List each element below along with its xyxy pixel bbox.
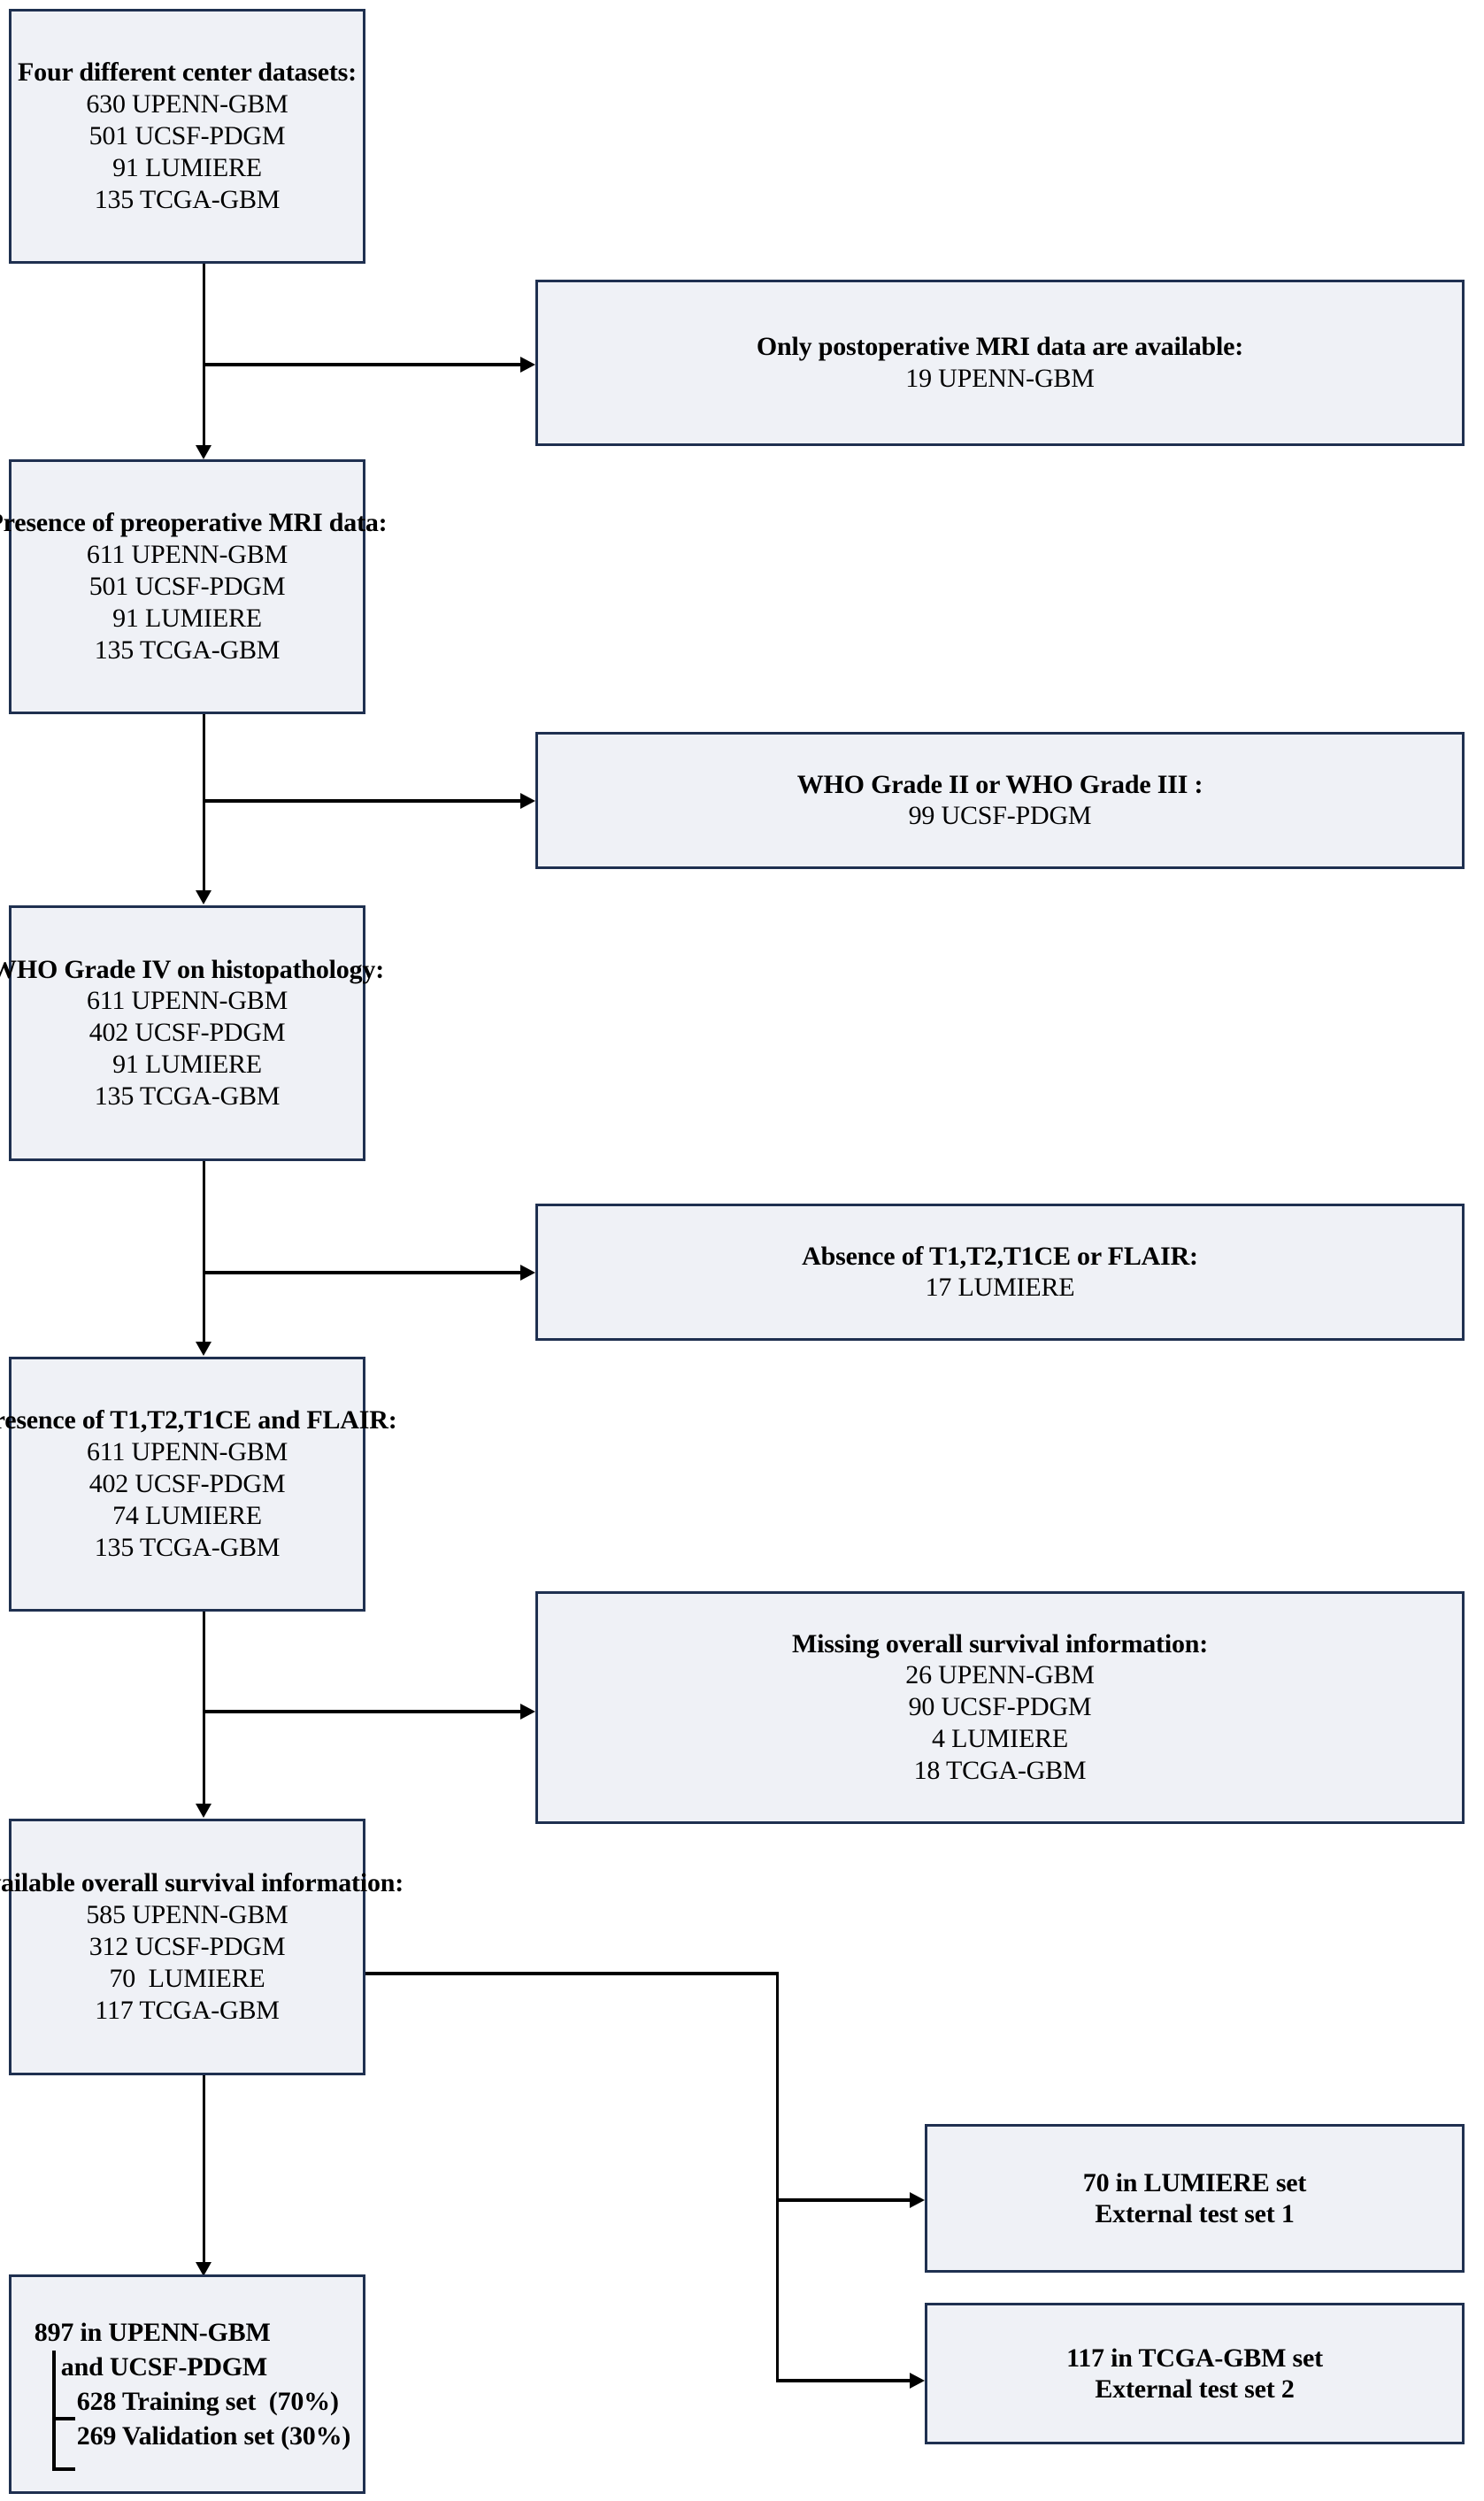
output-training-validation-split: 897 in UPENN-GBM and UCSF-PDGM 628 Train… bbox=[9, 2274, 365, 2494]
node-line: 312 UCSF-PDGM bbox=[88, 1931, 286, 1961]
node-line: 135 TCGA-GBM bbox=[94, 184, 281, 214]
connector-arrow-right-1 bbox=[520, 357, 535, 373]
connector-split-branch-top bbox=[776, 2198, 918, 2202]
node-line: 70 in LUMIERE set bbox=[1082, 2167, 1307, 2197]
final-line-training: 628 Training set (70%) bbox=[76, 2387, 339, 2416]
node-line: 611 UPENN-GBM bbox=[86, 539, 288, 569]
node-line: 70 LUMIERE bbox=[109, 1963, 265, 1993]
connector-arrow-right-6 bbox=[910, 2373, 925, 2389]
output-external-test-set-1: 70 in LUMIERE set External test set 1 bbox=[925, 2124, 1465, 2273]
node-line: 17 LUMIERE bbox=[925, 1273, 1075, 1303]
node-heading: Only postoperative MRI data are availabl… bbox=[756, 332, 1244, 362]
connector-branch-3 bbox=[203, 1271, 521, 1274]
exclusion-who-grade-ii-or-iii: WHO Grade II or WHO Grade III : 99 UCSF-… bbox=[535, 732, 1465, 869]
node-line: 630 UPENN-GBM bbox=[86, 88, 288, 119]
node-heading: WHO Grade IV on histopathology: bbox=[0, 954, 384, 984]
connector-arrow-right-4 bbox=[520, 1704, 535, 1720]
node-line: 99 UCSF-PDGM bbox=[908, 801, 1092, 831]
connector-arrow-right-2 bbox=[520, 793, 535, 809]
node-line: 26 UPENN-GBM bbox=[905, 1660, 1095, 1690]
connector-trunk-5 bbox=[203, 2075, 205, 2263]
node-heading: Presence of T1,T2,T1CE and FLAIR: bbox=[0, 1405, 397, 1435]
node-line: 611 UPENN-GBM bbox=[86, 1436, 288, 1466]
node-line: 74 LUMIERE bbox=[112, 1500, 262, 1530]
node-heading: Four different center datasets: bbox=[18, 58, 357, 88]
node-heading: Presence of preoperative MRI data: bbox=[0, 508, 388, 538]
node-line: 135 TCGA-GBM bbox=[94, 1081, 281, 1112]
node-four-center-datasets: Four different center datasets: 630 UPEN… bbox=[9, 9, 365, 264]
final-line-validation: 269 Validation set (30%) bbox=[76, 2421, 351, 2451]
node-heading: WHO Grade II or WHO Grade III : bbox=[796, 769, 1203, 799]
final-line-and: and UCSF-PDGM bbox=[60, 2352, 268, 2382]
node-who-grade-iv-histopathology: WHO Grade IV on histopathology: 611 UPEN… bbox=[0, 905, 384, 1161]
output-external-test-set-2: 117 in TCGA-GBM set External test set 2 bbox=[925, 2303, 1465, 2444]
node-line: 117 TCGA-GBM bbox=[95, 1995, 280, 2025]
node-presence-t1-t2-t1ce-flair: Presence of T1,T2,T1CE and FLAIR: 611 UP… bbox=[0, 1357, 397, 1612]
final-bracket-group: 897 in UPENN-GBM and UCSF-PDGM 628 Train… bbox=[24, 2315, 351, 2471]
node-heading: Absence of T1,T2,T1CE or FLAIR: bbox=[802, 1241, 1198, 1271]
connector-arrow-right-3 bbox=[520, 1265, 535, 1281]
final-line-total: 897 in UPENN-GBM bbox=[34, 2318, 271, 2347]
connector-split-branch-bottom bbox=[776, 2379, 918, 2382]
connector-branch-1 bbox=[203, 363, 521, 366]
connector-trunk-3 bbox=[203, 1161, 205, 1343]
connector-split-trunk bbox=[776, 1972, 779, 2381]
node-line: 91 LUMIERE bbox=[112, 1050, 262, 1080]
connector-arrow-right-5 bbox=[910, 2192, 925, 2208]
node-line: 91 LUMIERE bbox=[112, 152, 262, 182]
exclusion-only-postoperative-mri: Only postoperative MRI data are availabl… bbox=[535, 280, 1465, 446]
connector-arrow-down-2 bbox=[196, 890, 211, 904]
connector-arrow-down-3 bbox=[196, 1342, 211, 1356]
node-line: 501 UCSF-PDGM bbox=[88, 571, 286, 601]
connector-split-stem bbox=[365, 1972, 779, 1975]
node-line: 135 TCGA-GBM bbox=[94, 635, 281, 665]
bracket-horizontal-training bbox=[51, 2417, 75, 2420]
connector-branch-2 bbox=[203, 799, 521, 803]
node-line: 4 LUMIERE bbox=[931, 1724, 1068, 1754]
connector-trunk-1 bbox=[203, 264, 205, 446]
node-presence-preoperative-mri: Presence of preoperative MRI data: 611 U… bbox=[0, 459, 388, 714]
exclusion-missing-overall-survival: Missing overall survival information: 26… bbox=[535, 1591, 1465, 1824]
node-available-overall-survival: Available overall survival information: … bbox=[0, 1819, 404, 2075]
connector-arrow-down-1 bbox=[196, 445, 211, 459]
node-line: 90 UCSF-PDGM bbox=[908, 1692, 1092, 1722]
node-line: External test set 1 bbox=[1095, 2199, 1295, 2228]
exclusion-absence-t1-t2-t1ce-flair: Absence of T1,T2,T1CE or FLAIR: 17 LUMIE… bbox=[535, 1204, 1465, 1341]
node-line: 117 in TCGA-GBM set bbox=[1066, 2343, 1323, 2373]
node-line: 585 UPENN-GBM bbox=[86, 1899, 288, 1929]
node-heading: Missing overall survival information: bbox=[791, 1628, 1209, 1658]
node-line: 18 TCGA-GBM bbox=[913, 1756, 1087, 1786]
connector-trunk-4 bbox=[203, 1612, 205, 1805]
node-line: 611 UPENN-GBM bbox=[86, 986, 288, 1016]
bracket-horizontal-validation bbox=[51, 2467, 75, 2471]
node-line: External test set 2 bbox=[1095, 2374, 1295, 2404]
connector-trunk-2 bbox=[203, 714, 205, 891]
node-line: 135 TCGA-GBM bbox=[94, 1532, 281, 1562]
node-line: 402 UCSF-PDGM bbox=[88, 1018, 286, 1048]
connector-branch-4 bbox=[203, 1710, 521, 1713]
connector-arrow-down-4 bbox=[196, 1804, 211, 1818]
node-line: 501 UCSF-PDGM bbox=[88, 120, 286, 150]
bracket-vertical bbox=[51, 2351, 56, 2471]
node-line: 402 UCSF-PDGM bbox=[88, 1468, 286, 1498]
node-line: 19 UPENN-GBM bbox=[905, 363, 1095, 393]
node-line: 91 LUMIERE bbox=[112, 603, 262, 633]
node-heading: Available overall survival information: bbox=[0, 1868, 404, 1898]
connector-arrow-down-5 bbox=[196, 2262, 211, 2276]
